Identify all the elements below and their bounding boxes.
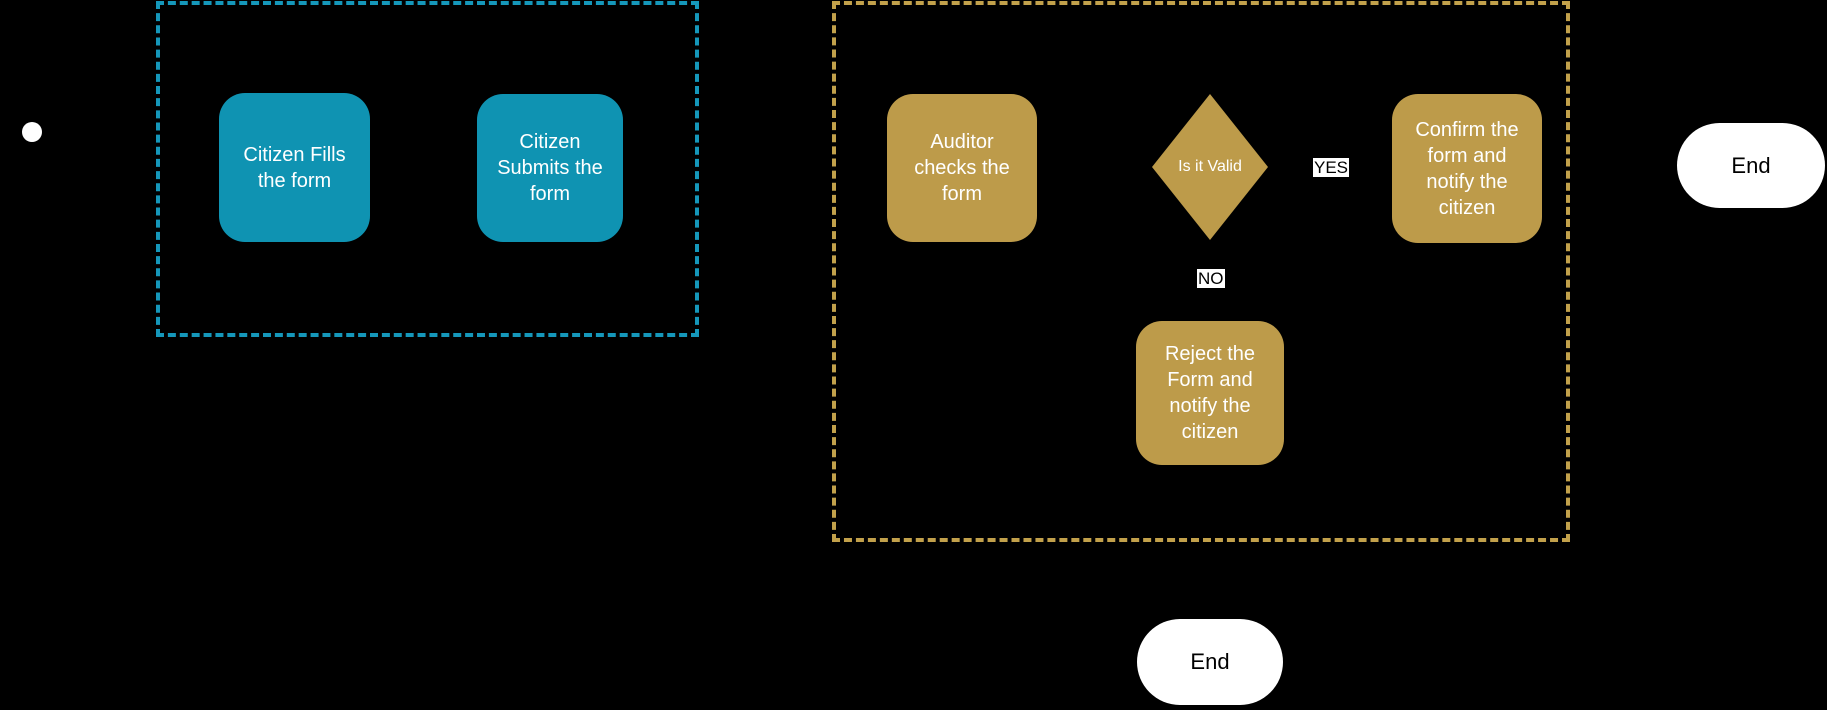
process-node-confirm-notify[interactable]: Confirm the form and notify the citizen — [1392, 94, 1542, 243]
node-label: Citizen Fills the form — [243, 143, 346, 192]
node-label: Confirm the form and notify the citizen — [1415, 118, 1519, 219]
start-node[interactable] — [22, 122, 42, 142]
process-node-citizen-submits-form[interactable]: Citizen Submits the form — [477, 94, 623, 242]
end-node-bottom[interactable]: End — [1137, 619, 1283, 705]
lane-auditor[interactable] — [832, 1, 1570, 542]
node-label: Is it Valid — [1178, 158, 1242, 175]
process-node-citizen-fills-form[interactable]: Citizen Fills the form — [219, 93, 370, 242]
edge-label-yes[interactable]: YES — [1313, 158, 1350, 177]
edge-label-no[interactable]: NO — [1197, 269, 1225, 288]
process-node-auditor-checks-form[interactable]: Auditor checks the form — [887, 94, 1037, 242]
node-label: End — [1190, 649, 1230, 674]
node-label: End — [1731, 152, 1771, 178]
end-node-right[interactable]: End — [1677, 123, 1825, 208]
process-node-reject-notify[interactable]: Reject the Form and notify the citizen — [1136, 321, 1284, 465]
edge-label-text: NO — [1198, 269, 1224, 288]
node-label: Citizen Submits the form — [497, 131, 603, 205]
lane-citizen[interactable] — [156, 1, 699, 337]
node-label: Reject the Form and notify the citizen — [1164, 343, 1256, 443]
node-label: Auditor checks the form — [914, 131, 1010, 205]
edge-label-text: YES — [1314, 158, 1349, 177]
